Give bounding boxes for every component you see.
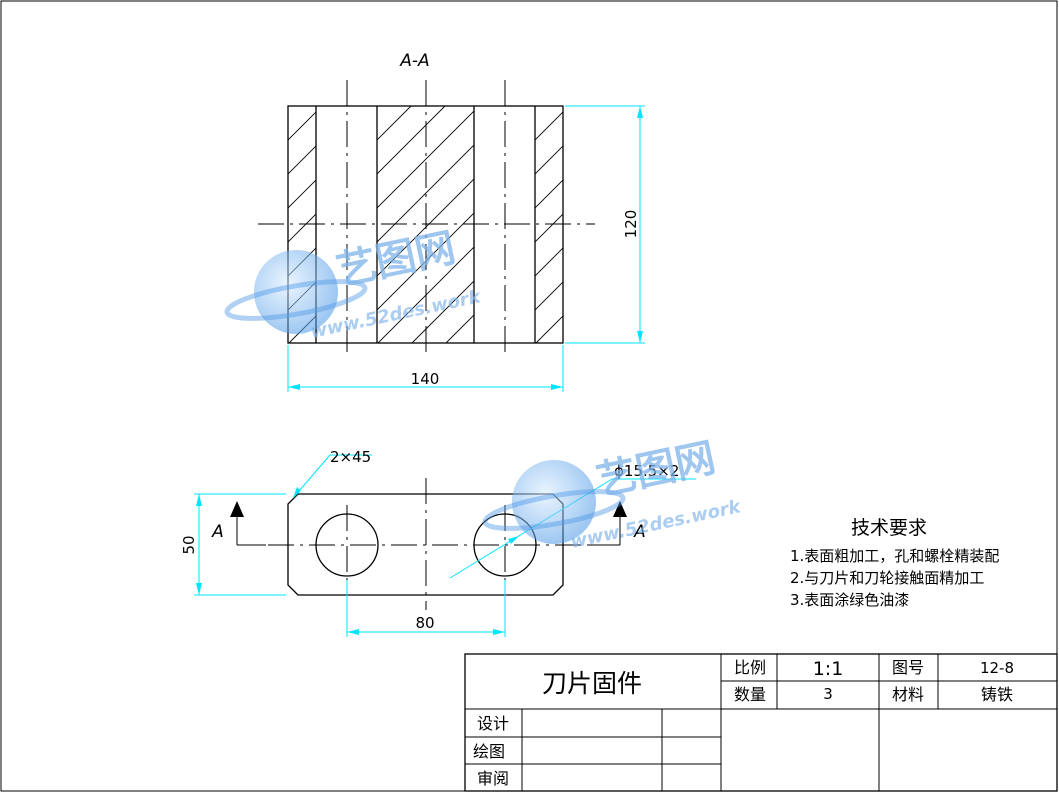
- hatch-line: [706, 106, 943, 343]
- cut-label-right: A: [633, 522, 646, 542]
- qty-label: 数量: [734, 685, 766, 704]
- part-name: 刀片固件: [542, 669, 642, 698]
- watermark-1: 艺图网 www.52des.work: [224, 225, 483, 343]
- hatch-line: [535, 281, 563, 311]
- watermark-globe-icon: [254, 250, 338, 334]
- qty-value: 3: [823, 685, 833, 703]
- plan-view: A A 2×45 ϕ15.5×2 50 80: [180, 448, 696, 637]
- hatch-line: [774, 106, 1011, 343]
- section-label: A-A: [399, 51, 429, 71]
- hatch-line: [650, 106, 887, 343]
- note-item-1: 1.表面粗加工，孔和螺栓精装配: [790, 547, 999, 565]
- scale-label: 比例: [734, 658, 766, 677]
- hatch-line: [570, 106, 807, 343]
- review-label: 审阅: [477, 769, 509, 788]
- hatch-line: [638, 106, 875, 343]
- dim-height-plan: 50: [180, 535, 198, 554]
- note-item-2: 2.与刀片和刀轮接触面精加工: [790, 569, 984, 587]
- hole-note: ϕ15.5×2: [614, 462, 679, 480]
- hatch-line: [377, 246, 474, 343]
- hatch-line: [377, 212, 474, 311]
- chamfer-note: 2×45: [330, 448, 371, 466]
- watermark-text: 艺图网: [333, 225, 460, 295]
- hatch-line: [684, 106, 921, 343]
- design-label: 设计: [477, 714, 509, 733]
- notes-title: 技术要求: [851, 517, 927, 539]
- material-value: 铸铁: [981, 685, 1013, 704]
- drawn-label: 绘图: [473, 742, 505, 761]
- note-item-3: 3.表面涂绿色油漆: [790, 591, 909, 609]
- hatch-line: [535, 315, 563, 343]
- hatch-line: [288, 106, 289, 107]
- dim-width-section: 140: [411, 370, 440, 388]
- hatch-line: [616, 106, 853, 343]
- cut-label-left: A: [211, 522, 224, 542]
- hatch-line: [740, 106, 977, 343]
- hatch-line: [548, 106, 785, 343]
- watermark-2: 艺图网 www.52des.work: [482, 435, 743, 553]
- material-label: 材料: [892, 685, 924, 704]
- dim-spacing-plan: 80: [415, 614, 434, 632]
- section-view: A-A 120 140: [258, 51, 1011, 392]
- dim-height-section: 120: [622, 210, 640, 239]
- hatch-line: [377, 110, 474, 209]
- section-arrow-left-icon: [230, 501, 244, 517]
- hatch-line: [582, 106, 819, 343]
- hatch-line: [377, 106, 446, 175]
- scale-value: 1:1: [813, 658, 844, 680]
- watermark-text: 艺图网: [593, 435, 720, 505]
- hatch-line: [411, 280, 474, 343]
- watermark-globe-icon: [512, 460, 596, 544]
- drawing-no-label: 图号: [892, 658, 924, 677]
- hatch-line: [672, 106, 909, 343]
- title-block: 刀片固件 比例 1:1 图号 12-8 数量 3 材料 铸铁 设计 绘图 审阅: [464, 653, 1058, 792]
- drawing-no-value: 12-8: [980, 659, 1014, 677]
- section-arrow-right-icon: [613, 501, 627, 517]
- technical-notes: 技术要求 1.表面粗加工，孔和螺栓精装配 2.与刀片和刀轮接触面精加工 3.表面…: [790, 517, 999, 609]
